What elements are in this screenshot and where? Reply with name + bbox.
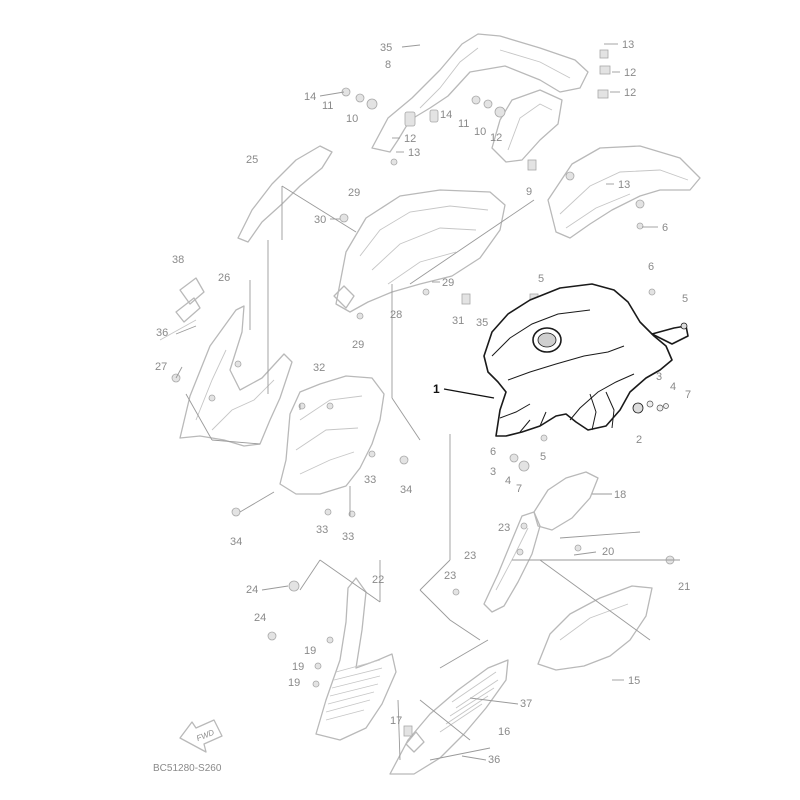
fwd-direction-arrow: FWD xyxy=(179,719,223,753)
callout-38: 38 xyxy=(172,254,184,266)
callout-21: 21 xyxy=(678,581,690,593)
callout-12: 12 xyxy=(624,67,636,79)
callout-2: 2 xyxy=(636,434,642,446)
callout-27: 27 xyxy=(155,361,167,373)
callout-33: 33 xyxy=(316,524,328,536)
callout-17: 17 xyxy=(390,715,402,727)
callout-20: 20 xyxy=(602,546,614,558)
callout-18: 18 xyxy=(614,489,626,501)
callout-19: 19 xyxy=(292,661,304,673)
callout-35: 35 xyxy=(380,42,392,54)
callout-10: 10 xyxy=(346,113,358,125)
callout-7: 7 xyxy=(516,483,522,495)
part-duct-23 xyxy=(483,511,541,613)
callout-11: 11 xyxy=(322,100,333,112)
part-side-cowl-26 xyxy=(179,305,293,447)
part-decal-38 xyxy=(159,277,205,341)
callout-32: 32 xyxy=(313,362,325,374)
part-side-trim-25 xyxy=(237,145,333,243)
callout-1: 1 xyxy=(433,382,440,396)
callout-ticks xyxy=(175,43,658,761)
callout-6: 6 xyxy=(662,222,668,234)
callout-33: 33 xyxy=(364,474,376,486)
callout-5: 5 xyxy=(538,273,544,285)
callout-22: 22 xyxy=(372,574,384,586)
callout-30: 30 xyxy=(314,214,326,226)
callout-25: 25 xyxy=(246,154,258,166)
callout-33: 33 xyxy=(342,531,354,543)
part-front-cowl xyxy=(371,33,589,163)
callout-6: 6 xyxy=(490,446,496,458)
callout-3: 3 xyxy=(656,371,662,383)
drawing-code: BC51280-S260 xyxy=(153,763,222,774)
callout-6: 6 xyxy=(648,261,654,273)
callout-19: 19 xyxy=(304,645,316,657)
callout-29: 29 xyxy=(352,339,364,351)
part-lower-grille xyxy=(389,659,509,775)
callout-15: 15 xyxy=(628,675,640,687)
callout-4: 4 xyxy=(670,381,676,393)
callout-31: 31 xyxy=(452,315,464,327)
callout-12: 12 xyxy=(404,133,416,145)
callout-11: 11 xyxy=(458,118,469,130)
callout-23: 23 xyxy=(498,522,510,534)
callout-5: 5 xyxy=(540,451,546,463)
part-1-fuel-tank-cover xyxy=(443,283,689,437)
part-side-panel-18 xyxy=(533,471,599,531)
part-lower-scoop-22 xyxy=(315,577,397,741)
callout-14: 14 xyxy=(304,91,316,103)
callout-23: 23 xyxy=(464,550,476,562)
callout-12: 12 xyxy=(490,132,502,144)
callout-13: 13 xyxy=(622,39,634,51)
callout-19: 19 xyxy=(288,677,300,689)
callout-36: 36 xyxy=(488,754,500,766)
callout-10: 10 xyxy=(474,126,486,138)
callout-28: 28 xyxy=(390,309,402,321)
callout-24: 24 xyxy=(246,584,258,596)
callout-4: 4 xyxy=(505,475,511,487)
callout-34: 34 xyxy=(400,484,412,496)
callout-36: 36 xyxy=(156,327,168,339)
callout-labels: 1 2 3 3 4 4 5 5 5 6 6 6 7 7 8 9 10 10 11… xyxy=(155,39,691,766)
callout-8: 8 xyxy=(385,59,391,71)
callout-12: 12 xyxy=(624,87,636,99)
callout-26: 26 xyxy=(218,272,230,284)
callout-5: 5 xyxy=(682,293,688,305)
callout-29: 29 xyxy=(348,187,360,199)
callout-9: 9 xyxy=(526,186,532,198)
leader-lines xyxy=(185,185,680,761)
callout-34: 34 xyxy=(230,536,242,548)
part-inner-panel-32 xyxy=(279,375,385,495)
callout-37: 37 xyxy=(520,698,532,710)
callout-13: 13 xyxy=(408,147,420,159)
part-inner-panel-28 xyxy=(333,189,506,313)
callout-16: 16 xyxy=(498,726,510,738)
callout-13: 13 xyxy=(618,179,630,191)
callout-23: 23 xyxy=(444,570,456,582)
callout-14: 14 xyxy=(440,109,452,121)
part-side-cover-right xyxy=(547,145,701,239)
callout-35: 35 xyxy=(476,317,488,329)
part-side-panel-15 xyxy=(537,585,653,671)
callout-24: 24 xyxy=(254,612,266,624)
callout-29: 29 xyxy=(442,277,454,289)
callout-7: 7 xyxy=(685,389,691,401)
callout-3: 3 xyxy=(490,466,496,478)
